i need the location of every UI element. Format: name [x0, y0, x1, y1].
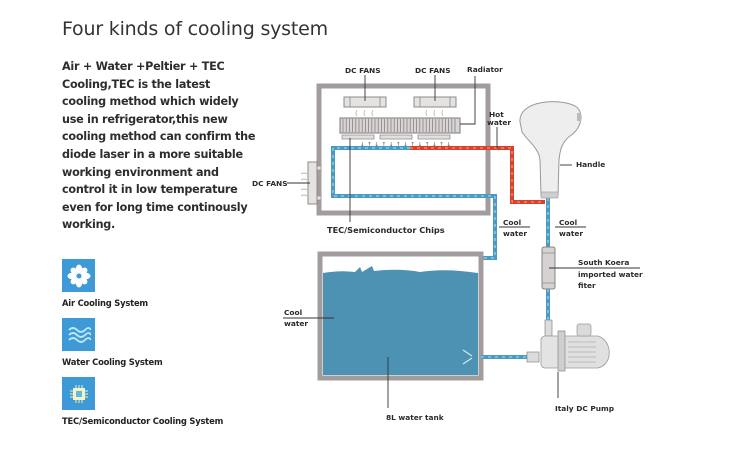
label-pump: Italy DC Pump — [555, 404, 614, 413]
legend-item-tec: TEC/Semiconductor Cooling System — [62, 377, 223, 426]
legend-label: Water Cooling System — [62, 357, 163, 367]
description-line: control it in low temperature — [62, 183, 238, 197]
label-dc-fans-left: DC FANS — [345, 66, 381, 75]
legend-item-water: Water Cooling System — [62, 318, 163, 367]
description: Air + Water +Peltier + TEC Cooling,TEC i… — [62, 58, 262, 234]
leader-lines — [283, 75, 640, 408]
description-line: cooling method can confirm the — [62, 130, 256, 144]
label-tank: 8L water tank — [386, 413, 445, 422]
waves-icon — [62, 318, 95, 351]
laser-handle — [519, 101, 582, 199]
label-tec-chips: TEC/Semiconductor Chips — [327, 225, 445, 235]
label-cool-water-tank: water — [284, 319, 308, 328]
chip-icon — [62, 377, 95, 410]
label-dc-fans-right: DC FANS — [415, 66, 451, 75]
description-line: Air + Water +Peltier + TEC — [62, 60, 225, 73]
description-line: Cooling,TEC is the latest — [62, 77, 211, 91]
tec-chips: ↓↑↓↑↓↑↓↑↓↑↓↑↓ — [341, 134, 454, 148]
cool-pipe-inner — [331, 146, 497, 260]
dc-pump — [526, 319, 610, 372]
label-dc-fans-side: DC FANS — [252, 179, 288, 188]
water-tank — [317, 251, 484, 381]
description-line: working. — [62, 218, 116, 232]
label-cool-water-mid: water — [503, 229, 527, 238]
description-line: cooling method which widely — [62, 95, 239, 109]
description-line: use in refrigerator,this new — [62, 112, 228, 126]
label-cool-water-right: water — [559, 229, 583, 238]
svg-text:↓↑↓↑↓↑↓↑↓↑↓↑↓: ↓↑↓↑↓↑↓↑↓↑↓↑↓ — [360, 141, 454, 148]
label-filter: South Koera — [578, 258, 629, 267]
label-filter: fiter — [578, 281, 596, 290]
legend-label: TEC/Semiconductor Cooling System — [62, 416, 224, 426]
description-line: even for long time continously — [62, 200, 248, 214]
label-hot-water: Hot — [489, 110, 504, 119]
legend-label: Air Cooling System — [62, 298, 148, 308]
label-cool-water-mid: Cool — [503, 218, 521, 227]
radiator — [339, 117, 461, 134]
fan-icon — [62, 259, 95, 292]
description-line: working environment and — [62, 165, 219, 179]
water-filter — [541, 246, 556, 290]
hot-pipe — [410, 146, 545, 204]
legend-item-air: Air Cooling System — [62, 259, 148, 308]
label-hot-water: water — [487, 118, 511, 127]
page-title: Four kinds of cooling system — [62, 18, 328, 40]
label-cool-water-tank: Cool — [284, 308, 302, 317]
label-handle: Handle — [576, 160, 605, 169]
description-line: diode laser in a more suitable — [62, 147, 243, 161]
label-filter: imported water — [578, 270, 643, 279]
label-radiator: Radiator — [467, 65, 503, 74]
label-cool-water-right: Cool — [559, 218, 577, 227]
